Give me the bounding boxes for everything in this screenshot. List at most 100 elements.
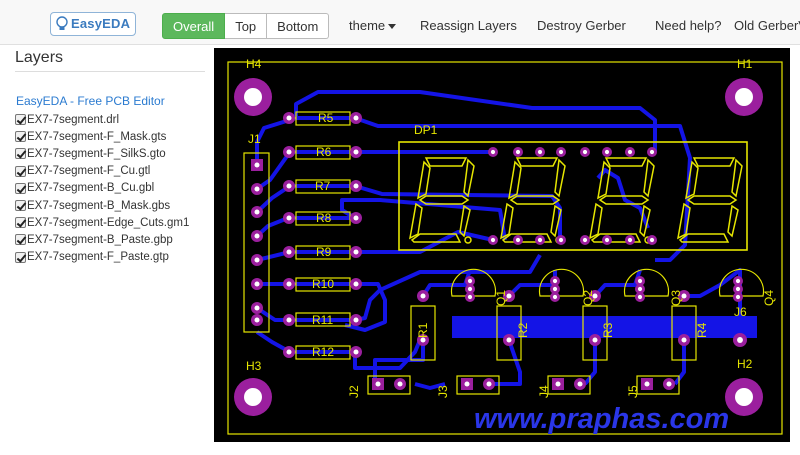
label-r2: R2 <box>516 322 530 338</box>
label-r5: R5 <box>318 111 334 125</box>
layer-item[interactable]: EX7-7segment-B_Paste.gbp <box>15 231 189 248</box>
drill-hole <box>592 337 598 343</box>
top-view-button[interactable]: Top <box>225 13 268 39</box>
drill-hole <box>649 237 655 243</box>
layer-checkbox[interactable] <box>15 131 26 143</box>
drill-hole <box>552 278 558 284</box>
drill-hole <box>577 381 583 387</box>
drill-hole <box>537 237 543 243</box>
easyeda-logo[interactable]: EasyEDA <box>50 12 136 36</box>
layer-checkbox[interactable] <box>15 182 26 194</box>
drill-hole <box>649 149 655 155</box>
drill-hole <box>420 293 426 299</box>
need-help-link[interactable]: Need help? <box>655 18 722 33</box>
drill-hole <box>627 149 633 155</box>
label-r7: R7 <box>315 179 331 193</box>
layer-name: EX7-7segment.drl <box>27 113 120 126</box>
drill-hole <box>552 286 558 292</box>
drill-hole <box>735 286 741 292</box>
drill-hole <box>286 149 292 155</box>
label-h2: H2 <box>737 357 753 371</box>
drill-hole <box>735 278 741 284</box>
layer-name: EX7-7segment-B_Paste.gbp <box>27 233 173 246</box>
drill-hole <box>537 149 543 155</box>
drill-hole <box>737 337 743 343</box>
drill-hole <box>254 162 260 168</box>
label-j5: J5 <box>626 385 640 398</box>
drill-hole <box>353 149 359 155</box>
reassign-layers-link[interactable]: Reassign Layers <box>420 18 517 33</box>
layers-sidebar: Layers EasyEDA - Free PCB Editor EX7-7se… <box>0 45 210 455</box>
drill-hole <box>254 317 260 323</box>
drill-hole <box>286 349 292 355</box>
drill-hole <box>490 149 496 155</box>
drill-hole <box>582 149 588 155</box>
drill-hole <box>353 317 359 323</box>
layer-item[interactable]: EX7-7segment.drl <box>15 111 189 128</box>
drill-hole <box>627 237 633 243</box>
label-j6: J6 <box>734 305 747 319</box>
drill-hole <box>286 249 292 255</box>
label-h4: H4 <box>246 57 262 71</box>
layer-checkbox[interactable] <box>15 251 26 263</box>
drill-hole <box>353 183 359 189</box>
layer-checkbox[interactable] <box>15 234 26 246</box>
free-pcb-editor-link[interactable]: EasyEDA - Free PCB Editor <box>16 94 165 108</box>
silkscreen-labels: H4 H1 H3 H2 J1 R5 R6 R7 R8 R9 R10 R11 R1… <box>246 57 776 398</box>
view-toggle-group: Overall Top Bottom <box>162 13 330 39</box>
pcb-render-canvas[interactable]: H4 H1 H3 H2 J1 R5 R6 R7 R8 R9 R10 R11 R1… <box>214 48 790 442</box>
drill-hole <box>397 381 403 387</box>
drill-hole <box>286 317 292 323</box>
drill-hole <box>286 115 292 121</box>
drill-hole <box>353 249 359 255</box>
overall-view-button[interactable]: Overall <box>162 13 226 39</box>
label-q2: Q2 <box>581 290 595 306</box>
label-r8: R8 <box>316 211 332 225</box>
theme-dropdown[interactable]: theme <box>349 18 397 33</box>
label-j1: J1 <box>248 132 261 146</box>
drill-hole <box>637 286 643 292</box>
chevron-down-icon <box>388 24 397 30</box>
layer-name: EX7-7segment-F_SilkS.gto <box>27 147 166 160</box>
layer-item[interactable]: EX7-7segment-B_Cu.gbl <box>15 180 189 197</box>
silkscreen-resistors <box>243 111 765 395</box>
layer-item[interactable]: EX7-7segment-F_SilkS.gto <box>15 145 189 162</box>
layer-item[interactable]: EX7-7segment-Edge_Cuts.gm1 <box>15 214 189 231</box>
drill-hole <box>506 293 512 299</box>
layer-checkbox[interactable] <box>15 200 26 212</box>
drill-hole <box>286 215 292 221</box>
label-j2: J2 <box>347 385 361 398</box>
layer-item[interactable]: EX7-7segment-F_Mask.gts <box>15 128 189 145</box>
pcb-board-svg: H4 H1 H3 H2 J1 R5 R6 R7 R8 R9 R10 R11 R1… <box>214 48 790 442</box>
drill-hole <box>353 215 359 221</box>
destroy-gerber-link[interactable]: Destroy Gerber <box>537 18 626 33</box>
label-j4: J4 <box>537 385 551 398</box>
drill-hole <box>604 237 610 243</box>
layers-heading: Layers <box>15 49 64 66</box>
drill-hole <box>637 294 643 300</box>
layer-checkbox[interactable] <box>15 165 26 177</box>
logo-text: EasyEDA <box>71 16 131 31</box>
layer-item[interactable]: EX7-7segment-F_Cu.gtl <box>15 163 189 180</box>
old-gerber-viewer-link[interactable]: Old GerberV <box>734 18 800 33</box>
layer-checkbox[interactable] <box>15 217 26 229</box>
layer-item[interactable]: EX7-7segment-F_Paste.gtp <box>15 249 189 266</box>
drill-hole <box>666 381 672 387</box>
label-j3: J3 <box>436 385 450 398</box>
bottom-view-button[interactable]: Bottom <box>267 13 330 39</box>
layer-checkbox[interactable] <box>15 148 26 160</box>
lightbulb-icon <box>56 16 68 30</box>
layer-item[interactable]: EX7-7segment-B_Mask.gbs <box>15 197 189 214</box>
label-r10: R10 <box>312 277 334 291</box>
drill-hole <box>490 237 496 243</box>
label-r11: R11 <box>312 313 333 327</box>
component-pads <box>251 112 747 390</box>
layer-checkbox[interactable] <box>15 114 26 126</box>
label-r9: R9 <box>316 245 332 259</box>
label-r4: R4 <box>695 322 709 338</box>
drill-hole <box>486 381 492 387</box>
label-q4: Q4 <box>762 290 776 306</box>
drill-hole <box>353 115 359 121</box>
label-h3: H3 <box>246 359 262 373</box>
label-r1: R1 <box>416 322 430 338</box>
